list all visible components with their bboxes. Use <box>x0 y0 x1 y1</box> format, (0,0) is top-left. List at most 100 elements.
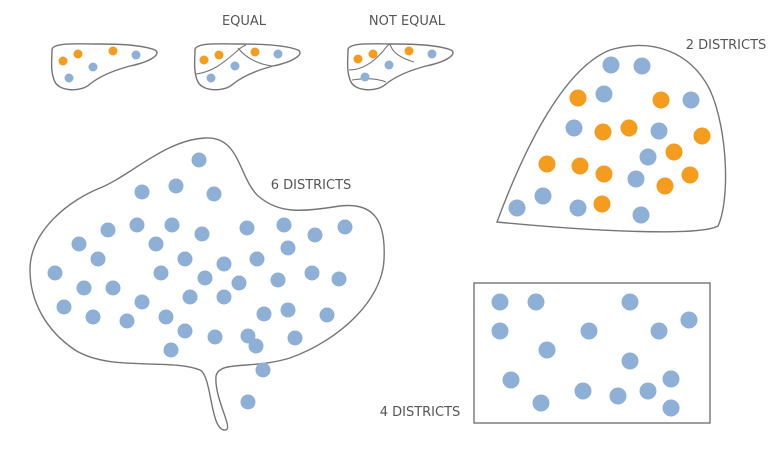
orange-dot <box>569 89 587 107</box>
orange-dot <box>595 165 613 183</box>
blue-dot <box>88 62 98 72</box>
orange-dot <box>353 54 363 64</box>
mini-map-undivided <box>50 43 158 91</box>
blue-dot <box>280 240 296 256</box>
blue-dot <box>216 256 232 272</box>
orange-dot <box>593 195 611 213</box>
blue-dot <box>534 187 552 205</box>
blue-dot <box>502 371 520 389</box>
label-4-districts: 4 DISTRICTS <box>380 405 461 420</box>
blue-dot <box>650 322 668 340</box>
blue-dot <box>64 73 74 83</box>
blue-dot <box>639 382 657 400</box>
orange-dot <box>594 123 612 141</box>
blue-dot <box>206 73 216 83</box>
blue-dot <box>276 217 292 233</box>
blue-dot <box>270 272 286 288</box>
blue-dot <box>384 60 394 70</box>
mini-map-not-equal <box>346 43 454 91</box>
blue-dot <box>239 220 255 236</box>
orange-dot <box>214 50 224 60</box>
blue-dot <box>131 50 141 60</box>
orange-dot <box>693 127 711 145</box>
orange-dot <box>620 119 638 137</box>
label-not-equal: NOT EQUAL <box>369 14 446 29</box>
blue-dot <box>168 178 184 194</box>
blue-dot <box>100 222 116 238</box>
blue-dot <box>206 186 222 202</box>
blue-dot <box>182 289 198 305</box>
blue-dot <box>164 217 180 233</box>
orange-dot <box>681 166 699 184</box>
blue-dot <box>337 219 353 235</box>
orange-dot <box>58 56 68 66</box>
orange-dot <box>250 47 260 57</box>
blue-dot <box>595 85 613 103</box>
blue-dot <box>538 341 556 359</box>
blue-dot <box>158 309 174 325</box>
blue-dot <box>569 199 587 217</box>
blue-dot <box>508 199 526 217</box>
orange-dot <box>656 177 674 195</box>
blue-dot <box>633 57 651 75</box>
blue-dot <box>177 323 193 339</box>
blue-dot <box>304 265 320 281</box>
orange-dot <box>538 155 556 173</box>
blue-dot <box>240 328 256 344</box>
blue-dot <box>207 329 223 345</box>
blue-dot <box>639 148 657 166</box>
blue-dot <box>249 251 265 267</box>
mini-map-equal <box>193 43 301 91</box>
blue-dot <box>231 275 247 291</box>
blue-dot <box>307 227 323 243</box>
orange-dot <box>368 49 378 59</box>
blue-dot <box>319 307 335 323</box>
blue-dot <box>273 49 283 59</box>
blue-dot <box>76 280 92 296</box>
blue-dot <box>240 394 256 410</box>
label-6-districts: 6 DISTRICTS <box>271 178 352 193</box>
orange-dot <box>665 143 683 161</box>
blue-dot <box>255 362 271 378</box>
orange-dot <box>199 55 209 65</box>
blue-dot <box>491 322 509 340</box>
blue-dot <box>90 251 106 267</box>
blue-dot <box>85 309 101 325</box>
blue-dot <box>248 338 264 354</box>
orange-dot <box>571 157 589 175</box>
blue-dot <box>256 306 272 322</box>
blue-dot <box>532 394 550 412</box>
orange-dot <box>73 49 83 59</box>
blue-dot <box>427 49 437 59</box>
blue-dot <box>680 311 698 329</box>
orange-dot <box>652 91 670 109</box>
blue-dot <box>197 270 213 286</box>
blue-dot <box>71 236 87 252</box>
blue-dot <box>662 370 680 388</box>
blue-dot <box>148 236 164 252</box>
blue-dot <box>280 302 296 318</box>
orange-dot <box>404 46 414 56</box>
blue-dot <box>580 322 598 340</box>
blue-dot <box>216 289 232 305</box>
blue-dot <box>527 293 545 311</box>
blue-dot <box>129 217 145 233</box>
blue-dot <box>627 170 645 188</box>
blue-dot <box>574 382 592 400</box>
blue-dot <box>632 206 650 224</box>
blue-dot <box>650 122 668 140</box>
blue-dot <box>177 251 193 267</box>
blue-dot <box>662 399 680 417</box>
blue-dot <box>621 352 639 370</box>
blue-dot <box>153 265 169 281</box>
blue-dot <box>230 61 240 71</box>
blue-dot <box>682 91 700 109</box>
blue-dot <box>56 299 72 315</box>
blue-dot <box>565 119 583 137</box>
blue-dot <box>163 342 179 358</box>
four-districts-region <box>473 282 711 424</box>
label-equal: EQUAL <box>222 14 267 29</box>
blue-dot <box>609 387 627 405</box>
label-2-districts: 2 DISTRICTS <box>686 38 767 53</box>
